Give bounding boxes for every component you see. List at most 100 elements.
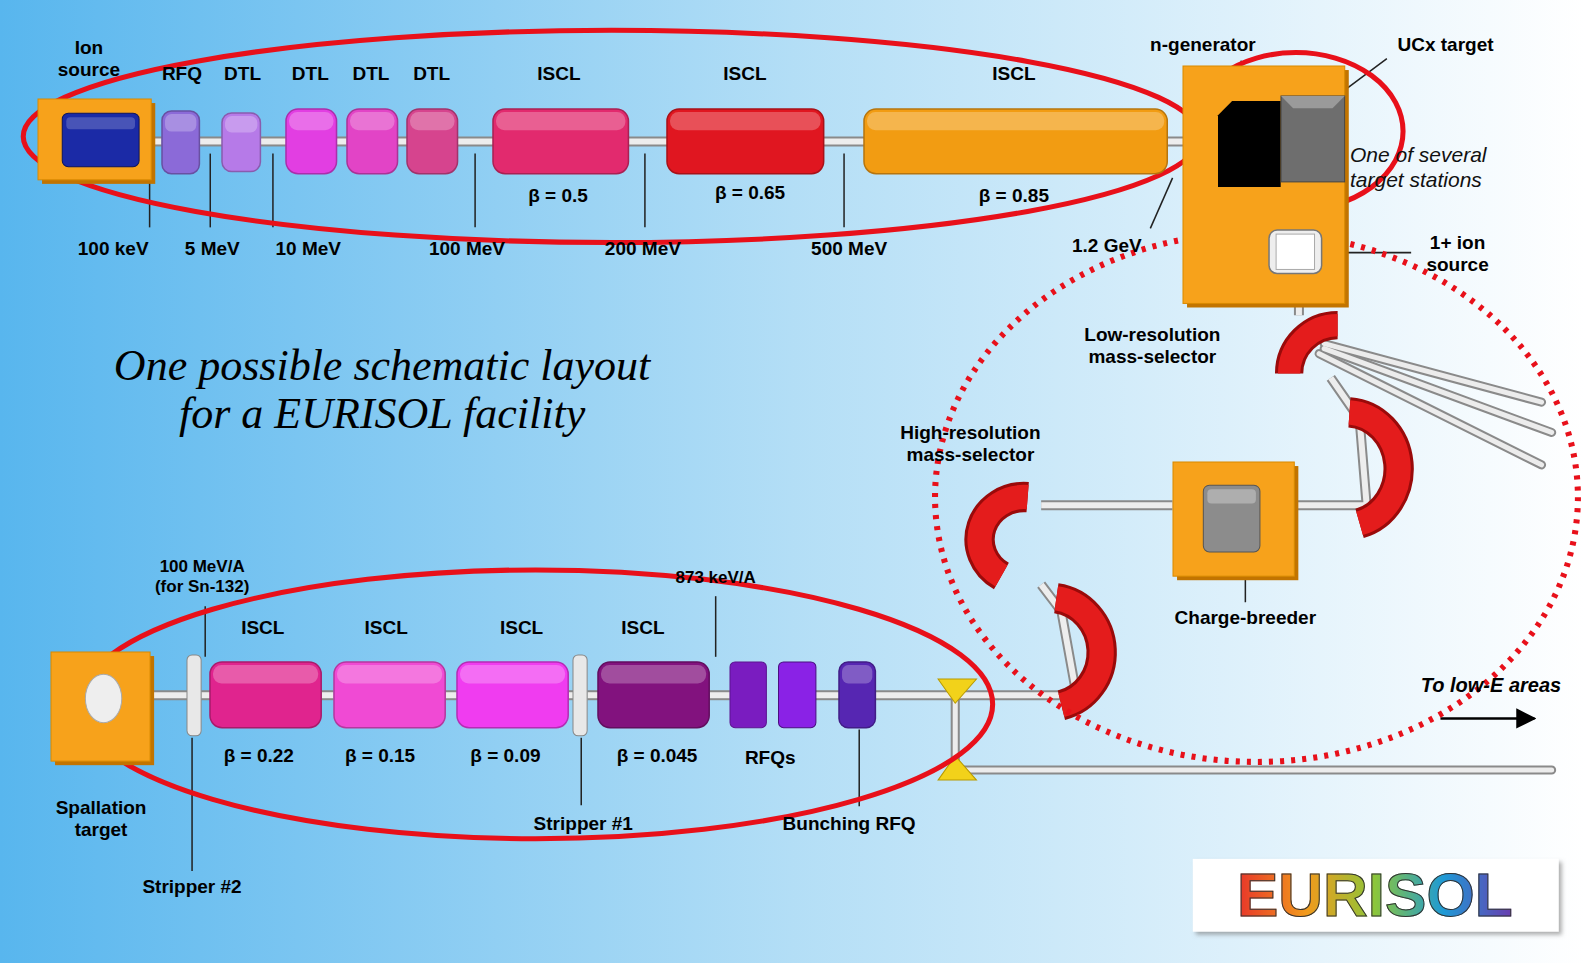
- energy-label: 873 keV/A: [676, 568, 756, 588]
- iscl-section-shape: [334, 662, 445, 728]
- iscl-section: ISCLβ = 0.65: [667, 109, 824, 174]
- iscl-section-shape: [598, 662, 709, 728]
- component-label: DTL: [413, 62, 450, 85]
- component-label: ISCL: [992, 62, 1035, 85]
- component-label: Stripper #1: [534, 812, 633, 835]
- beam-pipe: [199, 138, 222, 144]
- mass-selector-magnet-shape: [1279, 315, 1340, 378]
- beta-label: β = 0.09: [470, 744, 540, 767]
- beam-pipe-outline: [1041, 500, 1172, 510]
- beam-pipe: [710, 692, 730, 698]
- beam-pipe-outline: [201, 690, 210, 700]
- energy-label: 500 MeV: [811, 237, 887, 260]
- neutron-generator: n-generator: [1218, 101, 1281, 187]
- beta-label: β = 0.22: [224, 744, 294, 767]
- component-label: RFQs: [745, 746, 796, 769]
- beta-label: β = 0.5: [528, 185, 588, 208]
- beam-pipe-outline: [824, 136, 864, 146]
- ion-source-shape: [1266, 224, 1325, 280]
- iscl-section: ISCLβ = 0.09: [457, 662, 568, 728]
- dtl-tank-shape: [347, 109, 398, 174]
- beam-pipe: [201, 692, 210, 698]
- iscl-section: ISCLβ = 0.22: [210, 662, 321, 728]
- beam-pipe: [1294, 378, 1367, 505]
- charge-breeder: Charge-breeder: [1173, 462, 1294, 576]
- logo-panel: [1193, 859, 1559, 932]
- target-station: One of several target stationsn-generato…: [1183, 66, 1345, 303]
- dtl-tank: DTL: [407, 109, 458, 174]
- spallation-target-shape: [51, 652, 150, 761]
- rfq-cavity: RFQs: [730, 662, 816, 728]
- dtl-tank: DTL: [222, 113, 260, 172]
- ion-source: Ion source: [38, 99, 151, 180]
- beam-pipe-outline: [458, 136, 493, 146]
- component-label: n-generator: [1150, 34, 1256, 57]
- component-label: Bunching RFQ: [783, 812, 916, 835]
- mass-selector-magnet: Low-resolution mass-selector: [1279, 315, 1340, 378]
- iscl-section-shape: [457, 662, 568, 728]
- dtl-tank-shape: [222, 113, 260, 172]
- beta-label: β = 0.15: [345, 744, 415, 767]
- component-label: ISCL: [537, 62, 580, 85]
- beam-pipe-outline: [150, 690, 187, 700]
- beta-label: β = 0.65: [715, 182, 785, 205]
- beam-pipe-outline: [397, 136, 407, 146]
- beam-branches: [955, 344, 1551, 770]
- beam-pipe: [337, 138, 347, 144]
- mass-selector-magnet: High-resolution mass-selector: [965, 483, 1041, 586]
- component-label: Ion source: [51, 37, 127, 83]
- mass-selector-magnet-shape: [965, 483, 1041, 586]
- energy-label: 10 MeV: [276, 237, 341, 260]
- beam-pipe: [816, 692, 839, 698]
- diagram-title: One possible schematic layout for a EURI…: [94, 342, 670, 439]
- rfq-cavity-shape: [730, 662, 816, 728]
- component-label: ISCL: [241, 616, 284, 639]
- highlight-ellipses: [23, 30, 1578, 838]
- component-label: RFQ: [162, 62, 202, 85]
- beam-pipe: [261, 138, 286, 144]
- logo-text: EURISOL: [1237, 859, 1513, 930]
- component-label: Spallation target: [45, 797, 156, 843]
- beam-pipe-outline: [261, 136, 286, 146]
- dtl-tank: DTL: [347, 109, 398, 174]
- beam-pipe-outline: [710, 690, 730, 700]
- bending-magnets: [1056, 412, 1398, 705]
- ion-source-shape: [38, 99, 151, 180]
- charge-breeder-shape: [1173, 462, 1294, 576]
- energy-label: 1.2 GeV: [1072, 234, 1142, 257]
- beam-pipe-outline: [568, 690, 573, 700]
- component-label: ISCL: [364, 616, 407, 639]
- beam-pipe: [445, 692, 457, 698]
- ucx-target: UCx target: [1281, 96, 1345, 182]
- rfq-cavity-shape: [839, 662, 875, 728]
- ion-source: 1+ ion source: [1266, 224, 1325, 280]
- ucx-target-shape: [1281, 96, 1345, 182]
- beam-pipe: [1041, 502, 1172, 508]
- beam-pipe: [587, 692, 598, 698]
- iscl-section: ISCLβ = 0.85: [864, 109, 1167, 174]
- component-label: Stripper #2: [142, 876, 241, 899]
- beam-pipe-outline: [321, 690, 333, 700]
- component-label: DTL: [224, 62, 261, 85]
- dtl-tank-shape: [286, 109, 337, 174]
- energy-label: 200 MeV: [605, 237, 681, 260]
- energy-label: 5 MeV: [185, 237, 240, 260]
- dtl-tank-shape: [407, 109, 458, 174]
- beam-pipe-outline: [816, 690, 839, 700]
- stripper-foil-shape: [187, 655, 201, 736]
- stripper-foil-shape: [573, 655, 587, 736]
- component-label: High-resolution mass-selector: [887, 422, 1054, 468]
- neutron-generator-shape: [1218, 101, 1281, 187]
- beam-pipe-outline: [199, 136, 222, 146]
- iscl-section-shape: [864, 109, 1167, 174]
- beam-pipe: [321, 692, 333, 698]
- component-label: DTL: [292, 62, 329, 85]
- stripper-foil: Stripper #1: [573, 655, 587, 736]
- spallation-target: Spallation target: [51, 652, 150, 761]
- iscl-section: ISCLβ = 0.5: [493, 109, 628, 174]
- beam-pipe-outline: [337, 136, 347, 146]
- beam-pipe-outline: [1294, 378, 1367, 505]
- component-label: One of several target stations: [1350, 142, 1527, 192]
- rfq-cavity-shape: [162, 111, 199, 174]
